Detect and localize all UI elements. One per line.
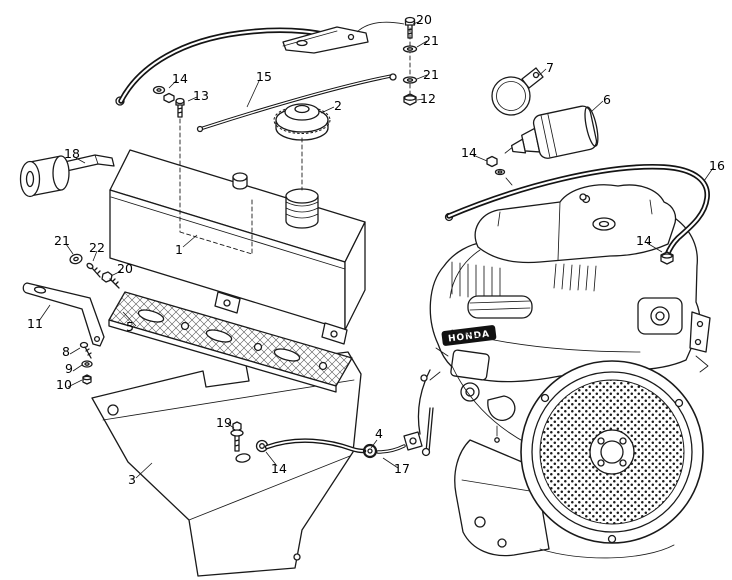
fastener-column bbox=[356, 16, 418, 106]
carburetor bbox=[429, 347, 516, 443]
cylinder-fins-left bbox=[451, 261, 501, 301]
filler-neck bbox=[285, 188, 319, 229]
part-callout-14: 14 bbox=[636, 233, 652, 248]
part-callout-9: 9 bbox=[65, 361, 73, 376]
engine-lower-mount bbox=[454, 439, 550, 557]
tank-mount-tab bbox=[214, 291, 241, 314]
part-callout-21: 21 bbox=[54, 233, 70, 248]
part-callout-13: 13 bbox=[193, 88, 209, 103]
tube-clip-4 bbox=[362, 443, 378, 459]
tank-fitting bbox=[232, 172, 248, 190]
part-callout-2: 2 bbox=[334, 98, 342, 113]
part-callout-14: 14 bbox=[461, 145, 477, 160]
screw-22 bbox=[86, 262, 101, 278]
engine-fuel-pipe bbox=[376, 431, 423, 454]
cylinder-fins-right bbox=[553, 263, 597, 292]
part-callout-21: 21 bbox=[423, 33, 439, 48]
lower-guard-3 bbox=[91, 351, 362, 577]
stay-bracket-11 bbox=[22, 282, 105, 347]
part-callout-19: 19 bbox=[216, 415, 232, 430]
bolt-20-top bbox=[404, 16, 416, 39]
tape-roll-18 bbox=[19, 154, 115, 198]
nut-12 bbox=[403, 93, 417, 106]
nut-10 bbox=[82, 374, 92, 385]
fuel-hose-16 bbox=[444, 163, 710, 265]
clamp-7 bbox=[491, 67, 544, 116]
washer-21-left bbox=[69, 253, 83, 265]
bolt-19 bbox=[230, 421, 244, 452]
washer-21-upper bbox=[402, 45, 418, 53]
engine-left-bracket bbox=[417, 369, 434, 457]
part-callout-11: 11 bbox=[27, 316, 43, 331]
part-callout-20: 20 bbox=[416, 12, 432, 27]
part-callout-17: 17 bbox=[394, 461, 410, 476]
part-callout-21: 21 bbox=[423, 67, 439, 82]
part-callout-15: 15 bbox=[256, 69, 272, 84]
fuel-hose-17 bbox=[264, 438, 367, 454]
engine-right-panel bbox=[637, 297, 711, 373]
bolt-13 bbox=[175, 97, 185, 118]
part-callout-20: 20 bbox=[117, 261, 133, 276]
starter-motor bbox=[467, 295, 533, 319]
bolt-20-left bbox=[101, 271, 120, 289]
fuel-filter-6 bbox=[504, 105, 599, 159]
part-callout-6: 6 bbox=[603, 92, 611, 107]
part-callout-8: 8 bbox=[62, 344, 70, 359]
part-callout-7: 7 bbox=[546, 60, 554, 75]
tank-mount-tab bbox=[321, 322, 348, 345]
callout-leader-lines bbox=[38, 20, 714, 479]
washer-nut-14-tank bbox=[152, 85, 175, 104]
part-callout-14: 14 bbox=[172, 71, 188, 86]
heat-plate-5 bbox=[108, 291, 353, 393]
washer-21-lower bbox=[402, 76, 418, 84]
part-callout-12: 12 bbox=[420, 91, 436, 106]
part-callout-14: 14 bbox=[271, 461, 287, 476]
part-callout-3: 3 bbox=[128, 472, 136, 487]
part-callout-5: 5 bbox=[126, 319, 134, 334]
oil-filler-cap bbox=[579, 193, 616, 231]
engine-contours bbox=[449, 249, 641, 445]
part-callout-1: 1 bbox=[175, 242, 183, 257]
bolt-8 bbox=[79, 341, 92, 359]
fuel-tube-15 bbox=[196, 73, 397, 133]
hose-16-end-nut-14 bbox=[660, 251, 674, 265]
engine-assembly: HONDA bbox=[376, 184, 711, 559]
part-callout-4: 4 bbox=[375, 426, 383, 441]
tube-stay-bracket bbox=[282, 26, 369, 54]
fuel-cap-2 bbox=[273, 103, 331, 191]
filter-fasteners-14 bbox=[486, 155, 513, 186]
part-callout-10: 10 bbox=[56, 377, 72, 392]
part-callout-22: 22 bbox=[89, 240, 105, 255]
part-callout-18: 18 bbox=[64, 146, 80, 161]
engine-base-line bbox=[539, 544, 675, 559]
fan-cover bbox=[520, 360, 704, 544]
ring-14-lower bbox=[255, 439, 269, 453]
part-callout-16: 16 bbox=[709, 158, 725, 173]
washer-9 bbox=[81, 360, 93, 368]
honda-badge: HONDA bbox=[441, 325, 497, 346]
